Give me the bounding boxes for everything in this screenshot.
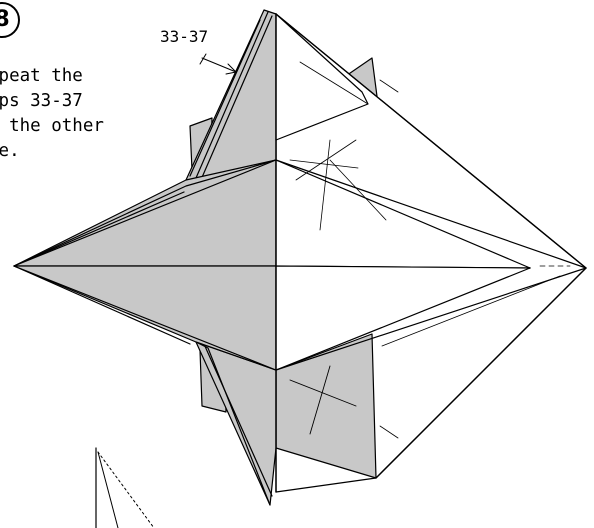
next-diagram-edge: [98, 452, 118, 528]
next-diagram-dotted: [98, 452, 154, 528]
crease: [380, 80, 398, 92]
step-reference-arrow: [202, 58, 236, 72]
center-wedge-upper: [14, 160, 276, 266]
center-wedge-lower: [14, 266, 276, 370]
lower-spike: [196, 342, 276, 505]
